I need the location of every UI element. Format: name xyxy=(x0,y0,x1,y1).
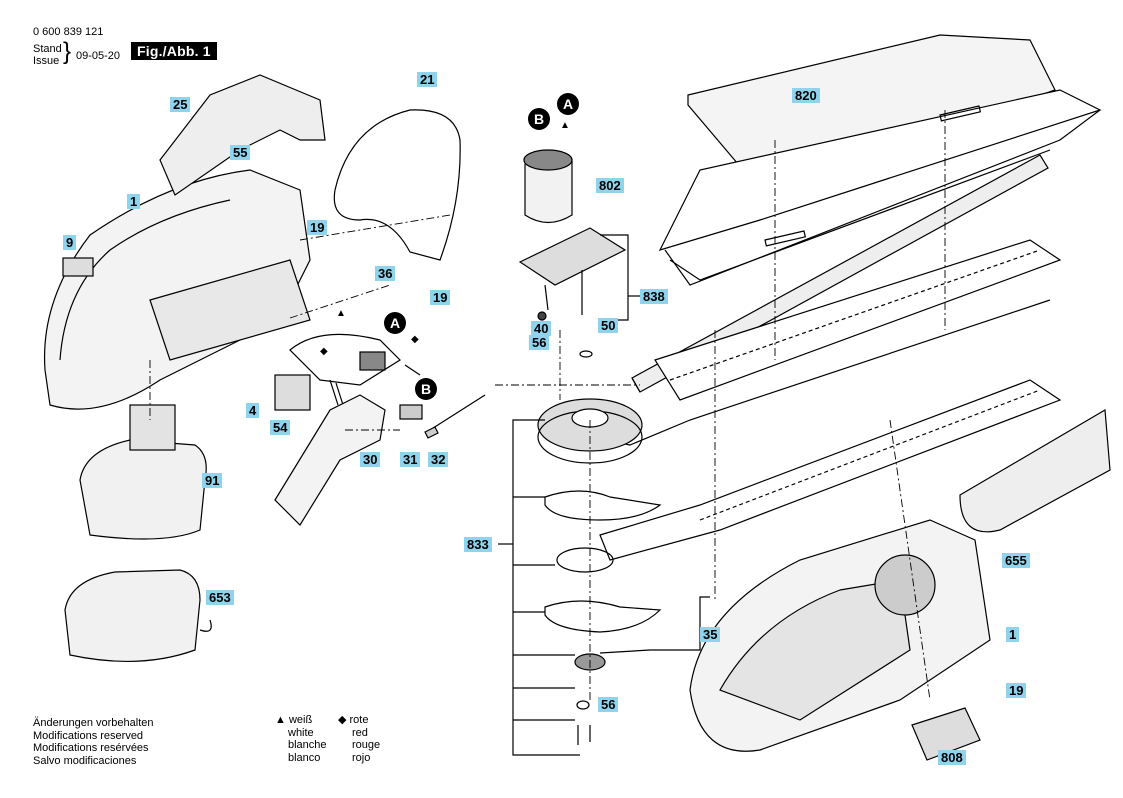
legend-white: ▲ weiß white blanche blanco xyxy=(275,714,327,764)
callout-36: 36 xyxy=(375,266,396,281)
callout-1-top: 1 xyxy=(127,194,141,209)
wire-diamond-icon: ◆ xyxy=(320,346,328,357)
callout-838: 838 xyxy=(640,289,668,304)
housing-left xyxy=(43,169,311,410)
bumper xyxy=(959,409,1111,533)
blade-cover-top xyxy=(658,34,1102,286)
callout-91: 91 xyxy=(202,473,223,488)
issue-date: 09-05-20 xyxy=(76,50,121,62)
charger xyxy=(64,569,212,663)
note-es: Salvo modificaciones xyxy=(33,754,137,767)
battery-pack xyxy=(79,404,207,540)
diamond-icon: ◆ xyxy=(338,714,350,726)
legend-red: ◆ rote red rouge rojo xyxy=(338,714,381,764)
note-de: Änderungen vorbehalten xyxy=(33,717,154,729)
callout-833: 833 xyxy=(464,537,492,552)
housing-lower xyxy=(689,519,991,752)
note-en: Modifications reserved xyxy=(33,729,144,742)
small-parts xyxy=(399,394,486,439)
callout-19-b: 19 xyxy=(430,290,451,305)
issue-label: Issue xyxy=(33,55,60,67)
switch-lever xyxy=(274,394,386,526)
callout-655: 655 xyxy=(1002,553,1030,568)
triangle-icon: ▲ xyxy=(275,714,289,726)
motor xyxy=(518,149,627,358)
callout-56-a: 56 xyxy=(529,335,550,350)
callout-808: 808 xyxy=(938,750,966,765)
gear-assembly xyxy=(537,398,662,745)
notes-block: Änderungen vorbehalten Modifications res… xyxy=(33,717,153,767)
callout-25: 25 xyxy=(170,97,191,112)
callout-19-a: 19 xyxy=(307,220,328,235)
callout-653: 653 xyxy=(206,590,234,605)
stand-label: Stand xyxy=(33,43,62,55)
brace-glyph: } xyxy=(63,38,72,65)
note-fr: Modifications resérvées xyxy=(33,742,149,754)
marker-b-motor: B xyxy=(528,108,550,130)
callout-50: 50 xyxy=(598,318,619,333)
callout-55: 55 xyxy=(230,145,251,160)
callout-9: 9 xyxy=(63,235,77,250)
marker-b-switch: B xyxy=(415,378,437,400)
callout-21: 21 xyxy=(417,72,438,87)
part-number: 0 600 839 121 xyxy=(33,26,104,38)
marker-a-motor: A xyxy=(557,93,579,115)
callout-56-b: 56 xyxy=(598,697,619,712)
label-plates xyxy=(62,257,981,761)
callout-30: 30 xyxy=(360,452,381,467)
callout-40: 40 xyxy=(531,321,552,336)
marker-a-switch: A xyxy=(384,312,406,334)
callout-54: 54 xyxy=(270,420,291,435)
wire-triangle-icon: ▲ xyxy=(336,308,346,319)
callout-802: 802 xyxy=(596,178,624,193)
callout-4: 4 xyxy=(246,403,260,418)
callout-32: 32 xyxy=(428,452,449,467)
callout-31: 31 xyxy=(400,452,421,467)
hand-guard xyxy=(333,109,461,261)
callout-19-c: 19 xyxy=(1006,683,1027,698)
motor-triangle-icon: ▲ xyxy=(560,120,570,131)
blade-lower xyxy=(599,379,1062,561)
callout-35: 35 xyxy=(700,627,721,642)
top-cover xyxy=(159,74,326,196)
callout-1-bottom: 1 xyxy=(1006,627,1020,642)
assembly-lines xyxy=(149,110,946,701)
wire-diamond-icon-2: ◆ xyxy=(411,334,419,345)
callout-820: 820 xyxy=(792,88,820,103)
switch-assembly xyxy=(274,333,421,411)
group-brackets xyxy=(498,234,710,756)
figure-label: Fig./Abb. 1 xyxy=(131,42,217,60)
